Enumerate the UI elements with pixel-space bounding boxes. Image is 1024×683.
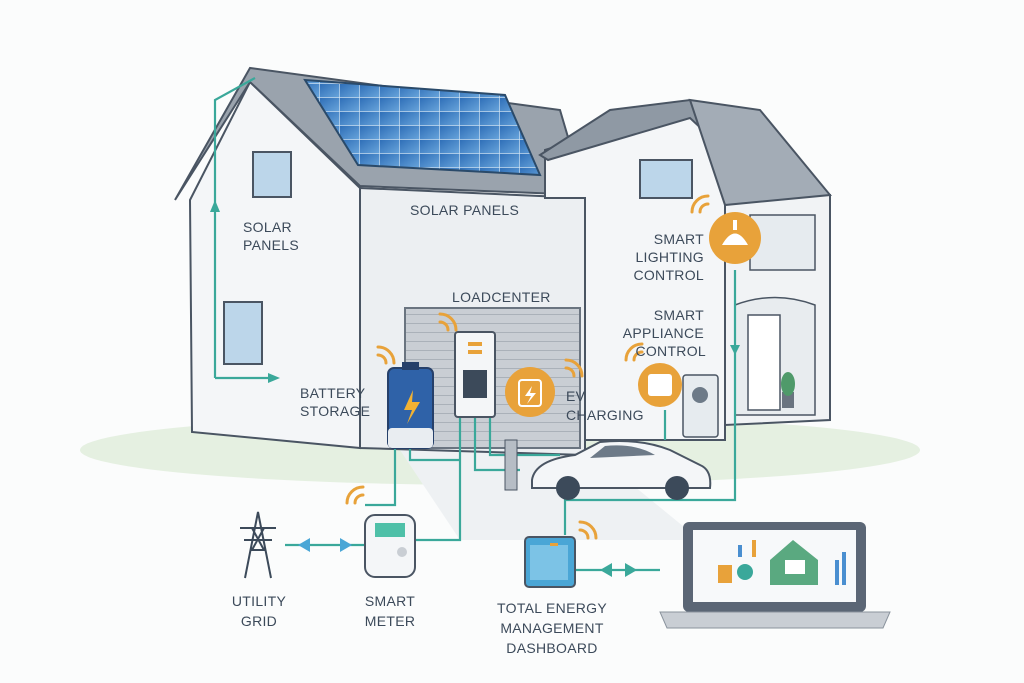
- wifi-icon: [376, 345, 396, 365]
- wifi-icon: [690, 194, 710, 214]
- label-solar-panels: SOLAR PANELS: [410, 202, 519, 218]
- battery-storage-unit: [387, 362, 434, 449]
- label-loadcenter: LOADCENTER: [452, 289, 551, 305]
- driveway: [400, 450, 700, 540]
- laptop-dashboard: [659, 522, 891, 629]
- ev-charger-icon: [504, 367, 555, 491]
- main-house: [174, 66, 587, 457]
- loadcenter-panel: [454, 331, 496, 418]
- smart-meter-device: [364, 514, 416, 578]
- energy-dashboard-device: [524, 536, 576, 588]
- wifi-icon: [438, 312, 458, 332]
- utility-tower-icon: [240, 511, 276, 579]
- front-door: [747, 314, 781, 411]
- right-house: [538, 98, 832, 441]
- wifi-icon: [345, 485, 365, 505]
- lightning-icon: [404, 390, 420, 424]
- wifi-icon: [578, 520, 598, 540]
- window: [639, 159, 693, 199]
- plant: [782, 392, 794, 408]
- connection-lines: [210, 77, 740, 577]
- wifi-icon: [564, 358, 584, 378]
- wifi-icon: [624, 342, 644, 362]
- electric-car: [531, 440, 712, 500]
- window: [252, 151, 292, 198]
- smart-appliance-icon: [638, 363, 719, 438]
- smart-lighting-icon: [709, 212, 761, 264]
- window: [223, 301, 263, 365]
- solar-panel-array: [303, 78, 542, 177]
- balcony: [749, 214, 816, 271]
